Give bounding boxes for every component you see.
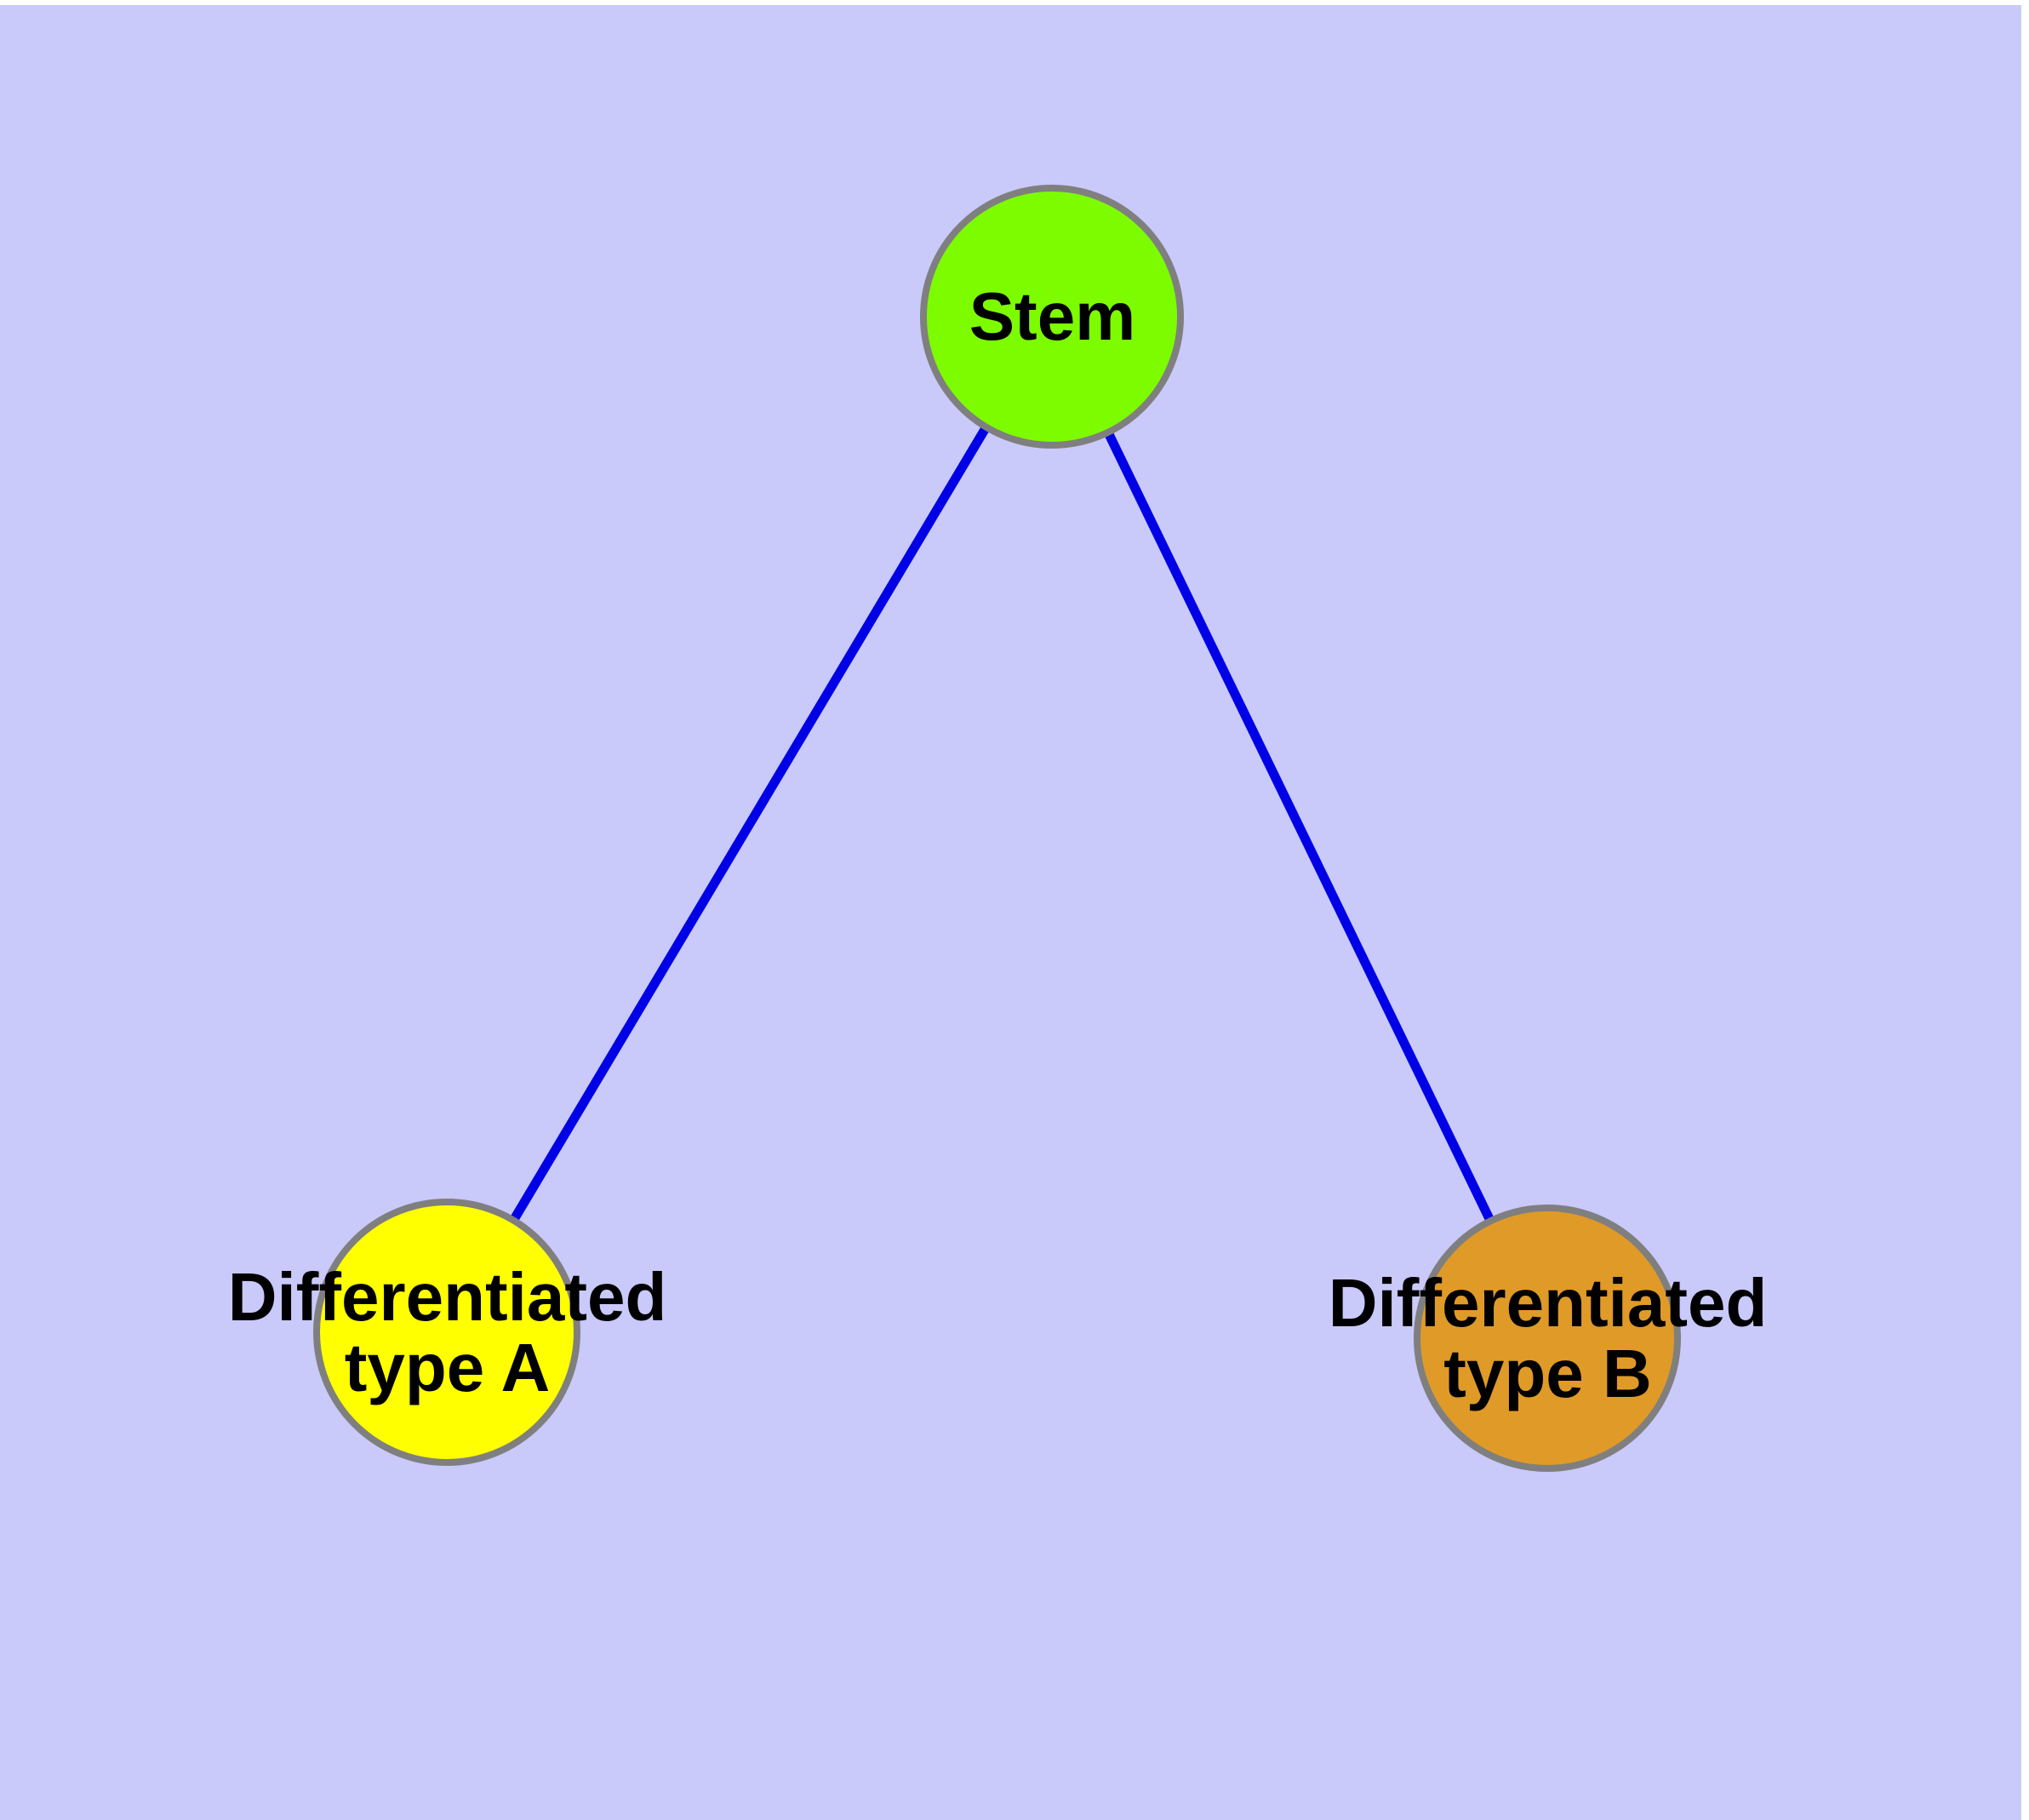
- node-circle-stem[interactable]: [920, 185, 1184, 449]
- edge-stem-to-differentiated-type-b: [1048, 314, 1552, 1341]
- edge-layer: [443, 314, 1552, 1341]
- node-layer: [313, 185, 1681, 1472]
- edge-stem-to-differentiated-type-a: [443, 314, 1056, 1335]
- node-circle-differentiated-type-b[interactable]: [1414, 1205, 1681, 1472]
- graph-svg: [313, 185, 1681, 1472]
- diagram-plot-area: Stem Differentiated type A Differentiate…: [0, 5, 2021, 1820]
- node-circle-differentiated-type-a[interactable]: [313, 1199, 580, 1466]
